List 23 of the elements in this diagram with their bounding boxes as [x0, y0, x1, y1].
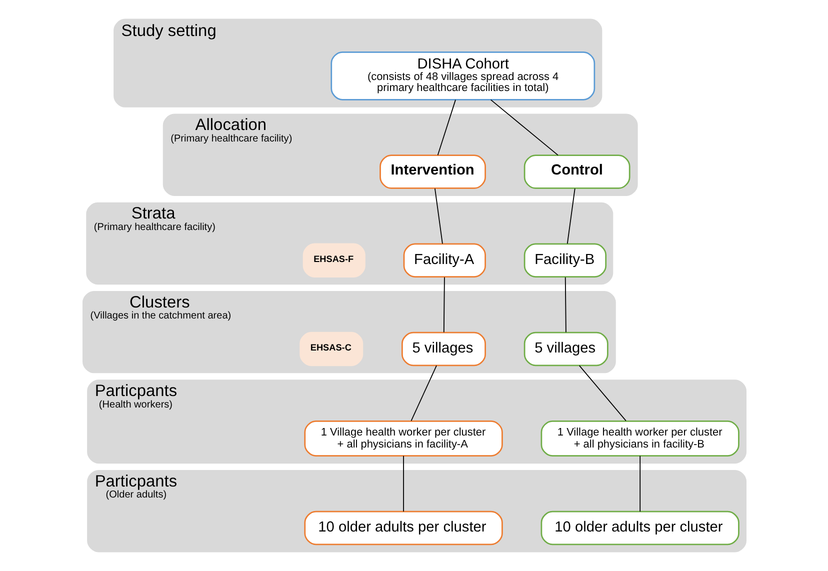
node-box: 10 older adults per cluster [540, 510, 739, 546]
node-box: Control [523, 154, 630, 189]
node-box: Intervention [379, 154, 486, 189]
connector [564, 276, 566, 333]
connector [434, 188, 442, 244]
node-box: EHSAS-C [299, 332, 363, 366]
connector [578, 365, 626, 422]
connector [436, 99, 456, 156]
node-box: 5 villages [400, 332, 486, 366]
connector [410, 365, 436, 422]
node-box: 10 older adults per cluster [304, 510, 502, 546]
connector [442, 276, 444, 333]
connector [566, 188, 575, 244]
connector [402, 455, 404, 512]
node-box: 1 Village health worker per cluster + all physicians in facility-B [540, 420, 739, 457]
node-box: Facility-B [523, 243, 606, 278]
node-box: Facility-A [402, 243, 486, 278]
node-box: EHSAS-F [302, 243, 365, 278]
connector [490, 99, 558, 156]
node-box: 1 Village health worker per cluster + all physicians in facility-A [304, 420, 502, 457]
connector [639, 455, 640, 512]
node-box: DISHA Cohort (consists of 48 villages spread across 4 primary healthcare facilities in total) [330, 51, 595, 100]
node-box: 5 villages [523, 332, 608, 366]
